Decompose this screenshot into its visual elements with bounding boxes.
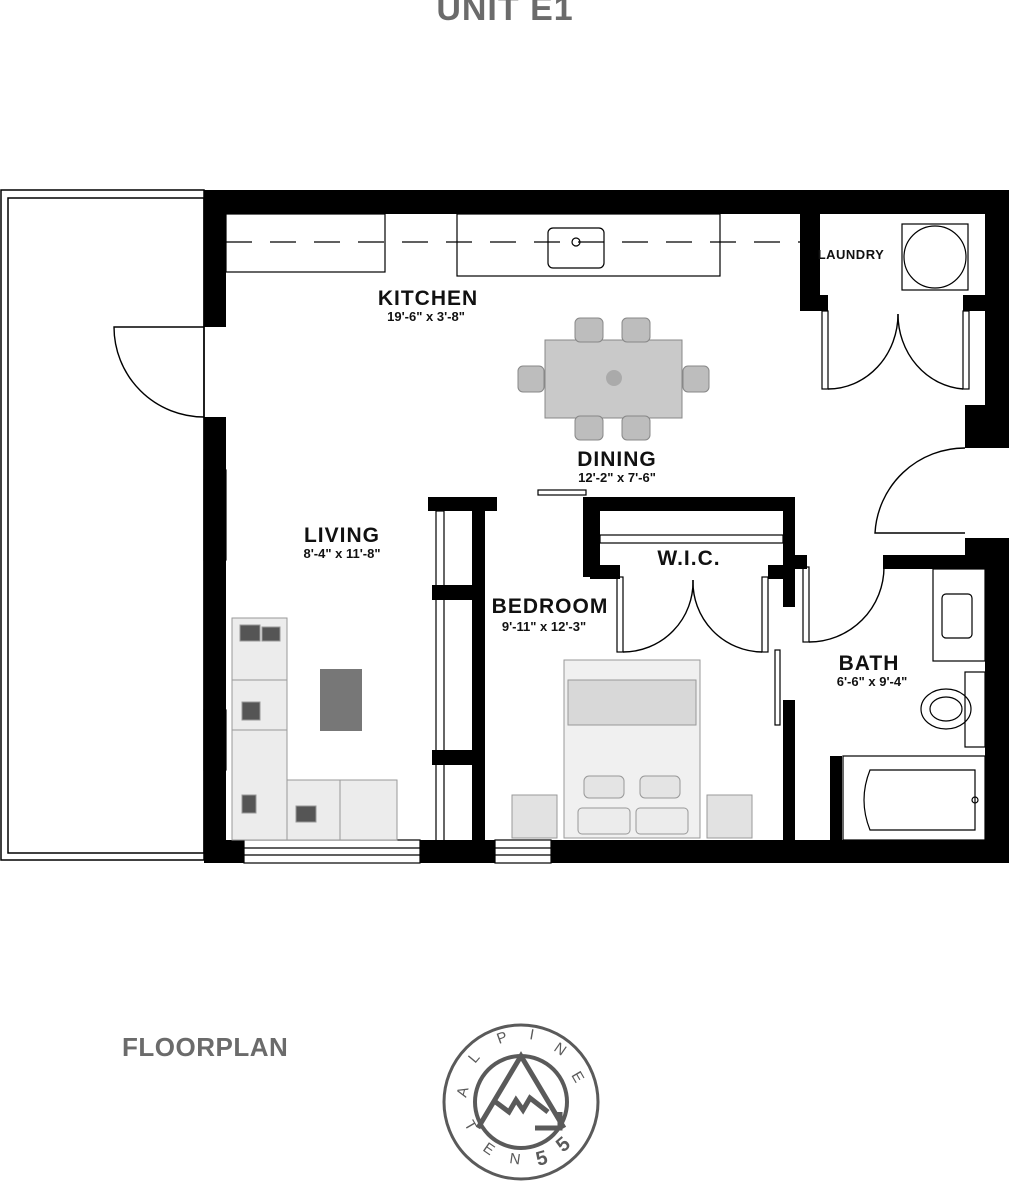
logo-digit-5a: 5 [534, 1147, 550, 1171]
dining-table [517, 317, 710, 441]
balcony [0, 189, 205, 861]
logo-letter-e: E [568, 1069, 588, 1086]
logo-letter-e2: E [480, 1139, 498, 1159]
logo-letter-l: L [465, 1049, 483, 1066]
alpine-ten55-logo: A L P I N E T E N 5 5 [442, 1023, 600, 1181]
sectional-sofa [231, 617, 398, 841]
bath-fixtures [842, 568, 986, 841]
walls [204, 190, 1009, 863]
logo-letter-i: I [528, 1026, 535, 1043]
bed [563, 659, 701, 839]
bath-label: BATH [839, 652, 900, 675]
sink-icon [547, 227, 605, 269]
bedroom-label: BEDROOM [492, 595, 609, 618]
washer-icon [901, 223, 969, 291]
coffee-table [320, 669, 362, 731]
logo-letter-n: N [551, 1039, 570, 1059]
logo-letter-t: T [461, 1118, 480, 1134]
dining-label: DINING [577, 448, 657, 471]
logo-letter-a: A [453, 1085, 472, 1099]
nightstands [511, 794, 753, 839]
door-swings [113, 313, 966, 653]
bedroom-dims: 9'-11" x 12'-3" [502, 619, 586, 634]
living-label: LIVING [304, 524, 380, 547]
living-dims: 8'-4" x 11'-8" [303, 546, 380, 561]
floorplan-label: FLOORPLAN [122, 1032, 289, 1062]
bath-dims: 6'-6" x 9'-4" [837, 674, 908, 689]
page-title: UNIT E1 [436, 0, 574, 28]
laundry-label: LAUNDRY [818, 247, 885, 262]
dining-dims: 12'-2" x 7'-6" [578, 470, 656, 485]
logo-letter-n2: N [508, 1150, 521, 1168]
logo-digit-5b: 5 [552, 1133, 575, 1157]
kitchen-dims: 19'-6" x 3'-8" [387, 309, 465, 324]
kitchen-counters [225, 213, 800, 277]
logo-letter-p: P [495, 1028, 510, 1047]
wic-label: W.I.C. [657, 547, 720, 570]
kitchen-label: KITCHEN [378, 287, 478, 310]
